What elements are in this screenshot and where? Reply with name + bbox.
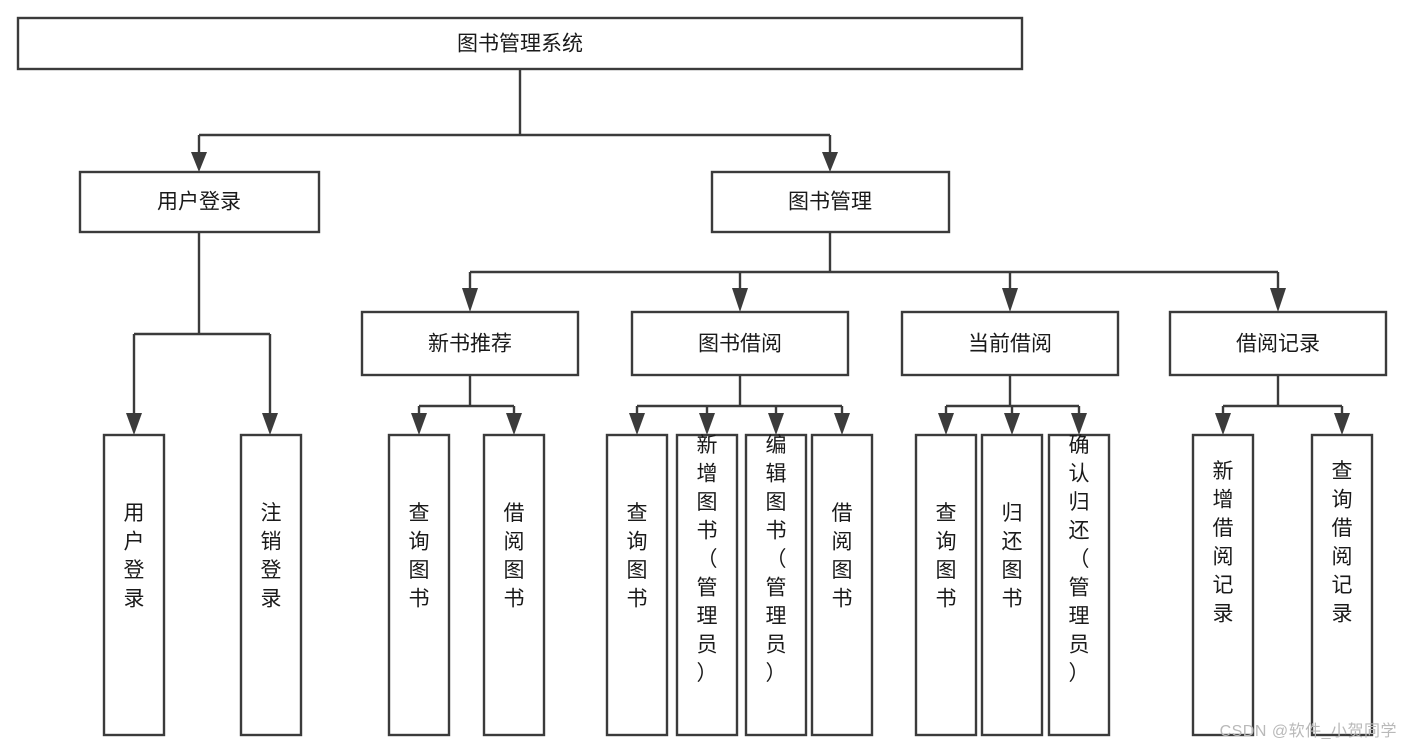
leaf-current-return-book[interactable]: 归还图书 [980, 433, 1044, 737]
node-box-current-borrow [900, 310, 1120, 377]
node-box-book-management [710, 170, 951, 234]
arrow-head-icon [1334, 413, 1350, 435]
node-box-borrow-record [1168, 310, 1388, 377]
node-user-login[interactable]: 用户登录 [78, 170, 321, 234]
arrow-head-icon [1215, 413, 1231, 435]
node-borrow-record[interactable]: 借阅记录 [1168, 310, 1388, 377]
node-label-leaf: 借阅图书 [504, 502, 525, 611]
node-box-user-login [78, 170, 321, 234]
node-box-root [16, 16, 1024, 71]
node-label-leaf: 归还图书 [1002, 502, 1023, 611]
node-label-leaf: 新增借阅记录 [1213, 460, 1234, 626]
leaf-user-login-signout[interactable]: 注销登录 [239, 433, 303, 737]
node-label-root: 图书管理系统 [457, 33, 583, 56]
arrow-head-icon [822, 152, 838, 172]
node-label-leaf: 查询图书 [936, 502, 957, 611]
arrow-head-icon [768, 413, 784, 435]
node-box-leaf [675, 433, 739, 737]
node-label-borrow-record: 借阅记录 [1236, 333, 1320, 356]
leaf-borrow-borrow-book[interactable]: 借阅图书 [810, 433, 874, 737]
node-box-leaf [980, 433, 1044, 737]
node-box-book-borrow [630, 310, 850, 377]
node-new-book-recommend[interactable]: 新书推荐 [360, 310, 580, 377]
connector-layer [126, 69, 1350, 435]
arrow-head-icon [732, 288, 748, 312]
arrow-head-icon [506, 413, 522, 435]
leaf-record-query-record[interactable]: 查询借阅记录 [1310, 433, 1374, 737]
leaf-borrow-query-book[interactable]: 查询图书 [605, 433, 669, 737]
node-box-leaf [744, 433, 808, 737]
node-book-management[interactable]: 图书管理 [710, 170, 951, 234]
node-label-book-management: 图书管理 [788, 191, 872, 214]
arrow-head-icon [1002, 288, 1018, 312]
node-label-leaf: 确认归还（管理员） [1069, 434, 1090, 685]
arrow-head-icon [126, 413, 142, 435]
node-root-system[interactable]: 图书管理系统 [16, 16, 1024, 71]
leaf-borrow-edit-book-admin[interactable]: 编辑图书（管理员） [744, 433, 808, 737]
node-box-leaf [482, 433, 546, 737]
node-box-leaf [1047, 433, 1111, 737]
node-box-leaf [810, 433, 874, 737]
node-label-user-login: 用户登录 [157, 191, 241, 214]
node-label-leaf: 编辑图书（管理员） [766, 434, 787, 685]
node-box-leaf [605, 433, 669, 737]
node-label-leaf: 用户登录 [124, 502, 145, 611]
node-current-borrow[interactable]: 当前借阅 [900, 310, 1120, 377]
node-label-leaf: 借阅图书 [832, 502, 853, 611]
arrow-head-icon [699, 413, 715, 435]
arrow-head-icon [191, 152, 207, 172]
leaf-user-login-signin[interactable]: 用户登录 [102, 433, 166, 737]
node-label-current-borrow: 当前借阅 [968, 333, 1052, 356]
node-label-leaf: 查询借阅记录 [1332, 460, 1353, 626]
leaf-new-book-borrow[interactable]: 借阅图书 [482, 433, 546, 737]
node-box-leaf [914, 433, 978, 737]
arrow-head-icon [938, 413, 954, 435]
node-box-leaf [1191, 433, 1255, 737]
arrow-head-icon [411, 413, 427, 435]
node-label-leaf: 查询图书 [627, 502, 648, 611]
node-box-leaf [102, 433, 166, 737]
node-box-leaf [387, 433, 451, 737]
leaf-record-add-record[interactable]: 新增借阅记录 [1191, 433, 1255, 737]
node-label-book-borrow: 图书借阅 [698, 333, 782, 356]
node-box-leaf [1310, 433, 1374, 737]
leaf-new-book-query[interactable]: 查询图书 [387, 433, 451, 737]
arrow-head-icon [262, 413, 278, 435]
arrow-head-icon [1270, 288, 1286, 312]
arrow-head-icon [1004, 413, 1020, 435]
leaf-current-confirm-return-admin[interactable]: 确认归还（管理员） [1047, 433, 1111, 737]
arrow-head-icon [462, 288, 478, 312]
node-label-leaf: 注销登录 [261, 502, 282, 611]
node-label-leaf: 新增图书（管理员） [697, 434, 718, 685]
node-box-new-book-recommend [360, 310, 580, 377]
arrow-head-icon [834, 413, 850, 435]
arrow-head-icon [629, 413, 645, 435]
csdn-watermark: CSDN @软件_小贺同学 [1219, 723, 1397, 740]
node-label-leaf: 查询图书 [409, 502, 430, 611]
node-label-new-book-recommend: 新书推荐 [428, 333, 512, 356]
node-book-borrow[interactable]: 图书借阅 [630, 310, 850, 377]
arrow-head-icon [1071, 413, 1087, 435]
leaf-borrow-add-book-admin[interactable]: 新增图书（管理员） [675, 433, 739, 737]
leaf-current-query-book[interactable]: 查询图书 [914, 433, 978, 737]
node-box-leaf [239, 433, 303, 737]
